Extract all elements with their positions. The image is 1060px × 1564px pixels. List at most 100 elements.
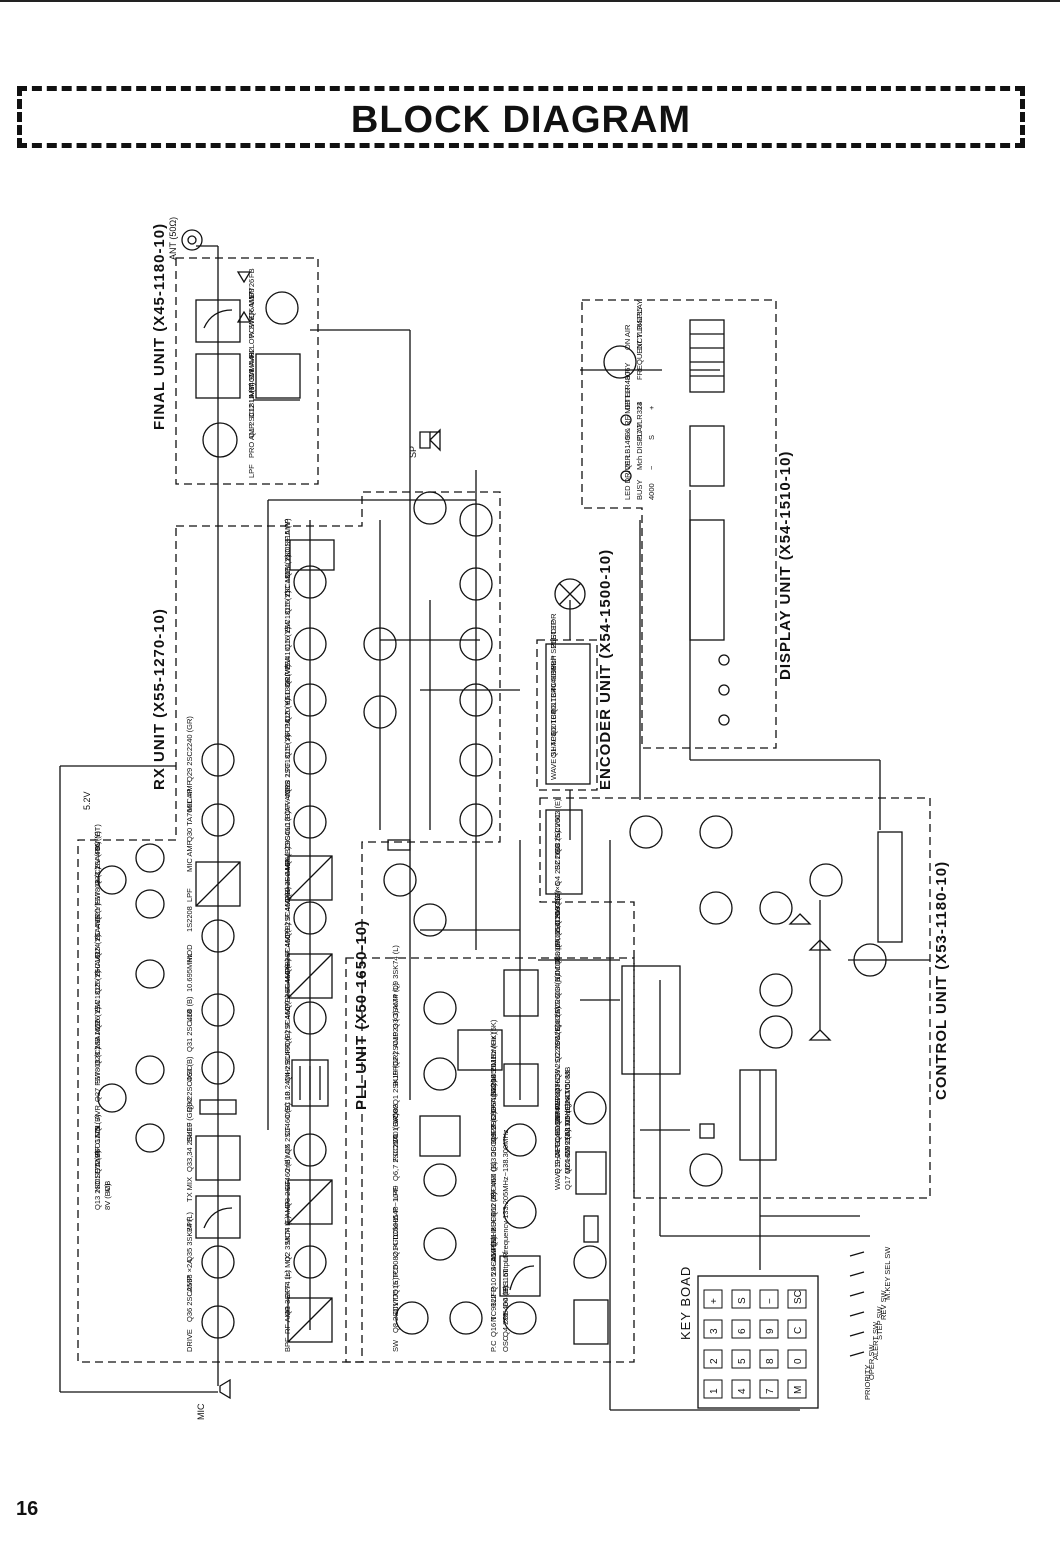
rx_blocks-label: LPF [283,762,292,776]
pll_blocks-label: 14.20055MHz (OK) [489,1032,498,1097]
pll_blocks-label: Q10 2SC460 (B) [489,1236,498,1292]
rx_blocks-label: IF AMP [283,967,292,992]
rx_blocks-label: Q26 2SC1815 (Y) [93,970,102,1030]
rx_blocks-label: MB [103,1181,112,1192]
rx_blocks-label: 2nd MIX [283,1144,292,1172]
control_blocks-label: 2SC2603 (E)×6 [553,882,562,934]
pll_blocks-label: LPF [489,1188,498,1202]
encoder_blocks-label: 25STEP [549,620,558,648]
control_blocks-label: 5C [553,812,562,822]
rx_blocks-label: Q23 2SA496 (Y) [93,830,102,886]
keyboard-key[interactable]: 5 [731,1349,751,1369]
keyboard-key-label: 8 [765,1358,776,1364]
pll_blocks-label: BUFF [391,1066,400,1086]
encoder_blocks-label: TC4098BP [549,655,558,692]
control_blocks-label: SW [553,905,562,918]
rx_blocks-label: Q28 2SA1015 (Y) [93,1006,102,1066]
rx_blocks-label: TX MIX [185,1177,194,1202]
rx_blocks-label: 1st MIX [283,1255,292,1280]
keyboard-key[interactable]: 9 [759,1319,779,1339]
rx_blocks-label: SW [93,891,102,904]
keyboard-key-label: 3 [709,1328,720,1334]
rx_blocks-label: Q2 3SK74 (L) [283,1216,292,1262]
display_blocks-label: + [647,405,656,410]
rx_blocks-label: 8V (BC) [103,1183,112,1210]
rx_blocks-label: 1S2208 [185,906,194,932]
pll_blocks-label: N [489,1317,498,1322]
rx_blocks-label: Q17 2SA1015 (Y) [283,626,292,686]
pll_blocks-label: Q14 TC5081 P [391,1207,400,1257]
keyboard-key[interactable]: + [703,1289,723,1309]
rx_blocks-label: Q27 FS7808 (C) [93,1046,102,1102]
title-banner: BLOCK DIAGRAM [17,86,1025,148]
rx_blocks-label: MB AVR [93,1020,102,1048]
rx_blocks-label: Q35 3SK74 (L) [185,1211,194,1262]
keyboard-key[interactable]: 6 [731,1319,751,1339]
rx_blocks-label: L18 [185,1009,194,1022]
keyboard-key[interactable]: 1 [703,1379,723,1399]
display_blocks-label: Q1 LB1409 [623,432,632,470]
keyboard-key[interactable]: M [787,1379,807,1399]
rx-unit-label: RX UNIT (X55-1270-10) [151,608,168,790]
display_blocks-label: BUSY [635,480,644,500]
keyboard-key[interactable]: S [731,1289,751,1309]
display_blocks-label: S & RF METER [623,387,632,440]
keyboard-key-label: C [793,1327,804,1334]
display_blocks-label: S [647,435,656,440]
pll_blocks-label: AMP [391,994,400,1010]
rx_blocks-label: Q3 2SC460 (B) [283,1156,292,1208]
pll_blocks-label: P.C [489,1340,498,1352]
keyboard-key[interactable]: C [787,1319,807,1339]
keyboard-key[interactable]: 4 [731,1379,751,1399]
rx_blocks-label: SW [283,655,292,668]
display_blocks-label: D7 TLR323 [635,402,644,440]
rx_blocks-label: Q21 FS7808 (C) [93,866,102,922]
rx_blocks-label: Q18 2SC1815 (Y) [283,734,292,794]
pll_blocks-label: LR [501,1252,510,1262]
rx_blocks-label: OSC [185,1065,194,1082]
pll_blocks-label: Q4 2SC460 (B) [501,1285,510,1337]
rx_blocks-label: IF AMP [283,895,292,920]
rx_blocks-label: Q5 2SC460 (B) [283,1102,292,1154]
rx_blocks-label: IF AMP [283,859,292,884]
rx_blocks-label: Q25 2SC1815 (Y) [93,934,102,994]
pll_blocks-label: MIX [489,1174,498,1187]
control_blocks-label: 3.58 MHz [563,1110,572,1142]
keyboard-key[interactable]: SC [787,1289,807,1309]
keyboard-key[interactable]: 2 [703,1349,723,1369]
pll_blocks-label: OSC [501,1335,510,1352]
rx_blocks-label: Q30 TA7061 AP [185,788,194,842]
rx_blocks-label: L13 CFV-455S [283,781,292,830]
rx_blocks-label: Q20 HA1366 (W) [283,664,292,722]
control_blocks-label: Q18 μPD650C-037 [553,902,562,966]
keyboard-key-label: 7 [765,1388,776,1394]
rx_blocks-label: SW [283,619,292,632]
rx_blocks-label: DRIVE [185,1329,194,1352]
pll_blocks-label: DIVID [391,1293,400,1314]
display_blocks-label: LED DRIVER [623,454,632,500]
keyboard-key[interactable]: 7 [759,1379,779,1399]
display_blocks-label: Mch DISPLAY [635,423,644,470]
control_blocks-label: Q28 M5088 [563,1071,572,1110]
pll_blocks-label: 10kHz [391,1216,400,1238]
display_blocks-label: FREQUENCY DISPLAY [635,300,644,380]
keyboard-key[interactable]: 0 [787,1349,807,1369]
pll_blocks-label: Q2 2SC1923 (O) [391,1010,400,1067]
pll_blocks-label: Q1 2SK19 (GR) [391,1052,400,1105]
keyboard-key[interactable]: 8 [759,1349,779,1369]
control-unit-boundary [539,797,931,1199]
pll_blocks-label: VCO [391,1108,400,1124]
rx_blocks-label: Q1 3SK74 (L) [283,1270,292,1316]
keyboard-key[interactable]: − [759,1289,779,1309]
final_blocks-label: D8 AVR [247,351,256,378]
keyboard-key[interactable]: 3 [703,1319,723,1339]
speaker-label: SP [408,446,418,458]
rx_blocks-label: NOISE AMP [93,1151,102,1192]
rx_blocks-label: Q14 2SC1815 (Y) [283,518,292,578]
final_blocks-label: D8 [247,288,256,298]
pll_blocks-label: LPF [391,1186,400,1200]
control_blocks-label: AVR [553,1095,562,1110]
control_blocks-label: Q17 MC14599 (B) [563,1129,572,1190]
control_blocks-label: 5.2V [553,823,562,838]
